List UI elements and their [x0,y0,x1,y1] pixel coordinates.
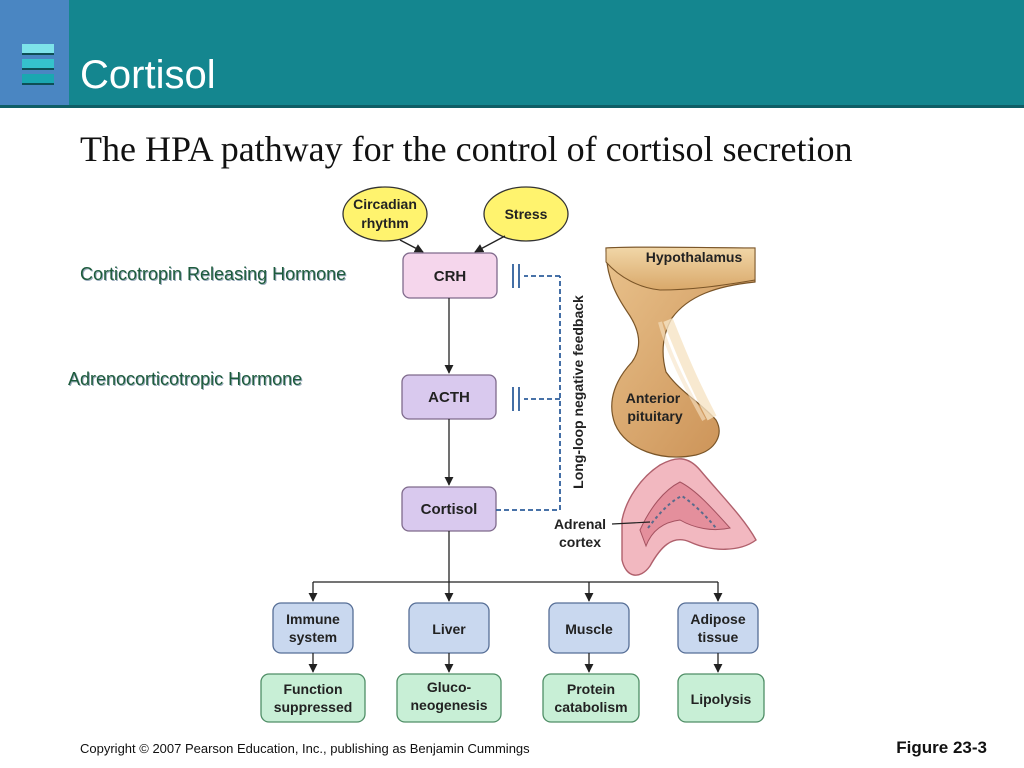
circadian-rhythm-node: Circadian rhythm [342,186,428,242]
target-label-line1: Liver [432,621,466,637]
target-label-line1: Muscle [565,621,613,637]
circadian-label-line2: rhythm [361,215,408,231]
logo-stripe-icon [22,74,54,85]
title-bar: Cortisol [0,0,1024,105]
effect-label-line2: neogenesis [410,697,487,713]
hypothalamus-pituitary-illustration [605,246,756,458]
crh-label: CRH [434,268,467,285]
stress-to-crh-arrow [474,235,506,253]
acth-node: ACTH [401,374,497,420]
effect-lipolysis: Lipolysis [677,673,765,723]
pituitary-label-line1: Anterior [626,390,681,406]
target-label-line1: Immune [286,611,340,627]
target-muscle: Muscle [548,602,630,654]
logo-stripe-icon [22,44,54,55]
target-label-line2: system [289,629,337,645]
pituitary-label-line2: pituitary [627,408,682,424]
feedback-label: Long-loop negative feedback [570,295,586,489]
target-immune-system: Immune system [272,602,354,654]
target-label-line2: tissue [698,629,739,645]
adrenal-label-line2: cortex [559,534,601,550]
effect-gluconeogenesis: Gluco- neogenesis [396,673,502,723]
stress-node: Stress [483,186,569,242]
title-bar-accent [0,0,69,105]
logo-stripe-icon [22,59,54,70]
hypothalamus-label: Hypothalamus [646,249,743,265]
target-liver: Liver [408,602,490,654]
circadian-label-line1: Circadian [353,196,417,212]
cortisol-label: Cortisol [421,501,478,518]
stress-label: Stress [505,206,548,222]
slide-title: Cortisol [80,53,216,97]
effect-protein-catabolism: Protein catabolism [542,673,640,723]
acth-full-name-label: Adrenocorticotropic Hormone [68,369,303,389]
effect-label-line1: Gluco- [427,679,472,695]
effect-label-line1: Protein [567,681,615,697]
target-label-line1: Adipose [690,611,745,627]
adrenal-gland-illustration [621,458,757,576]
copyright-footer: Copyright © 2007 Pearson Education, Inc.… [80,741,530,756]
effect-label-line1: Function [283,681,342,697]
cortisol-branch-connector [308,531,723,602]
effect-function-suppressed: Function suppressed [260,673,366,723]
cortisol-node: Cortisol [401,486,497,532]
effect-label-line1: Lipolysis [691,691,752,707]
slide-subtitle: The HPA pathway for the control of corti… [80,129,853,169]
crh-full-name-label: Corticotropin Releasing Hormone [80,264,347,284]
effect-label-line2: catabolism [554,699,627,715]
acth-label: ACTH [428,389,470,406]
figure-number: Figure 23-3 [896,738,987,757]
circadian-to-crh-arrow [399,239,424,253]
negative-feedback-loop [496,264,561,511]
target-adipose-tissue: Adipose tissue [677,602,759,654]
target-to-effect-arrows [308,653,723,673]
adrenal-leader-line [611,521,651,525]
effect-label-line2: suppressed [274,699,353,715]
crh-node: CRH [402,252,498,299]
title-divider [0,105,1024,108]
adrenal-label-line1: Adrenal [554,516,606,532]
